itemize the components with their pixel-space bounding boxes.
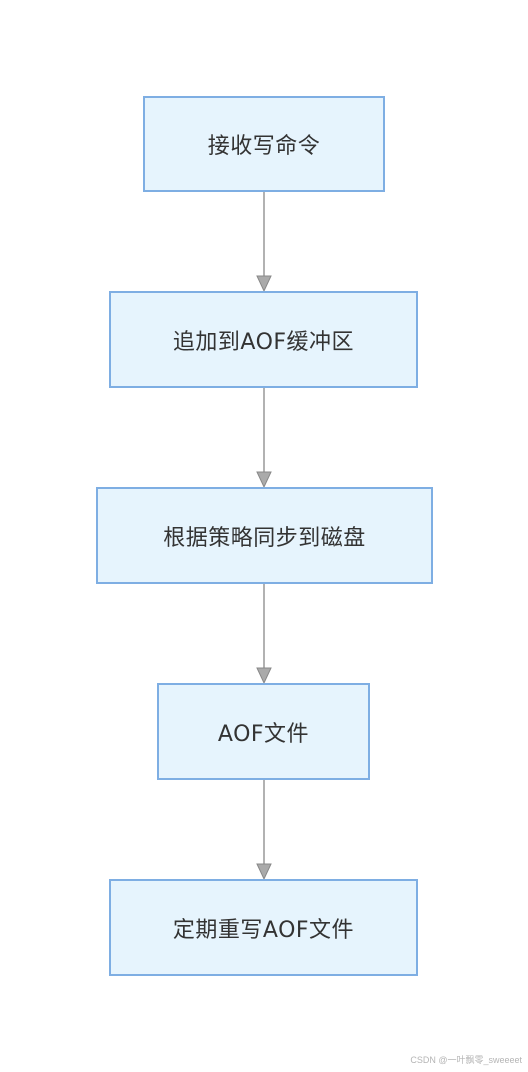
node-aof-file: AOF文件 [157, 683, 370, 780]
node-label: 追加到AOF缓冲区 [172, 329, 355, 355]
arrowhead-2-3 [256, 471, 272, 489]
node-label: 根据策略同步到磁盘 [163, 525, 366, 551]
node-rewrite-aof-file: 定期重写AOF文件 [109, 879, 418, 976]
node-label: 定期重写AOF文件 [172, 917, 355, 943]
node-append-aof-buffer: 追加到AOF缓冲区 [109, 291, 418, 388]
arrowhead-3-4 [256, 667, 272, 685]
node-sync-to-disk: 根据策略同步到磁盘 [96, 487, 433, 584]
node-label: 接收写命令 [207, 134, 321, 159]
arrowhead-1-2 [256, 275, 272, 293]
node-receive-write-command: 接收写命令 [143, 96, 385, 192]
arrowhead-4-5 [256, 863, 272, 881]
node-label: AOF文件 [217, 721, 310, 747]
watermark: CSDN @一叶飘零_sweeeet [410, 1055, 522, 1065]
